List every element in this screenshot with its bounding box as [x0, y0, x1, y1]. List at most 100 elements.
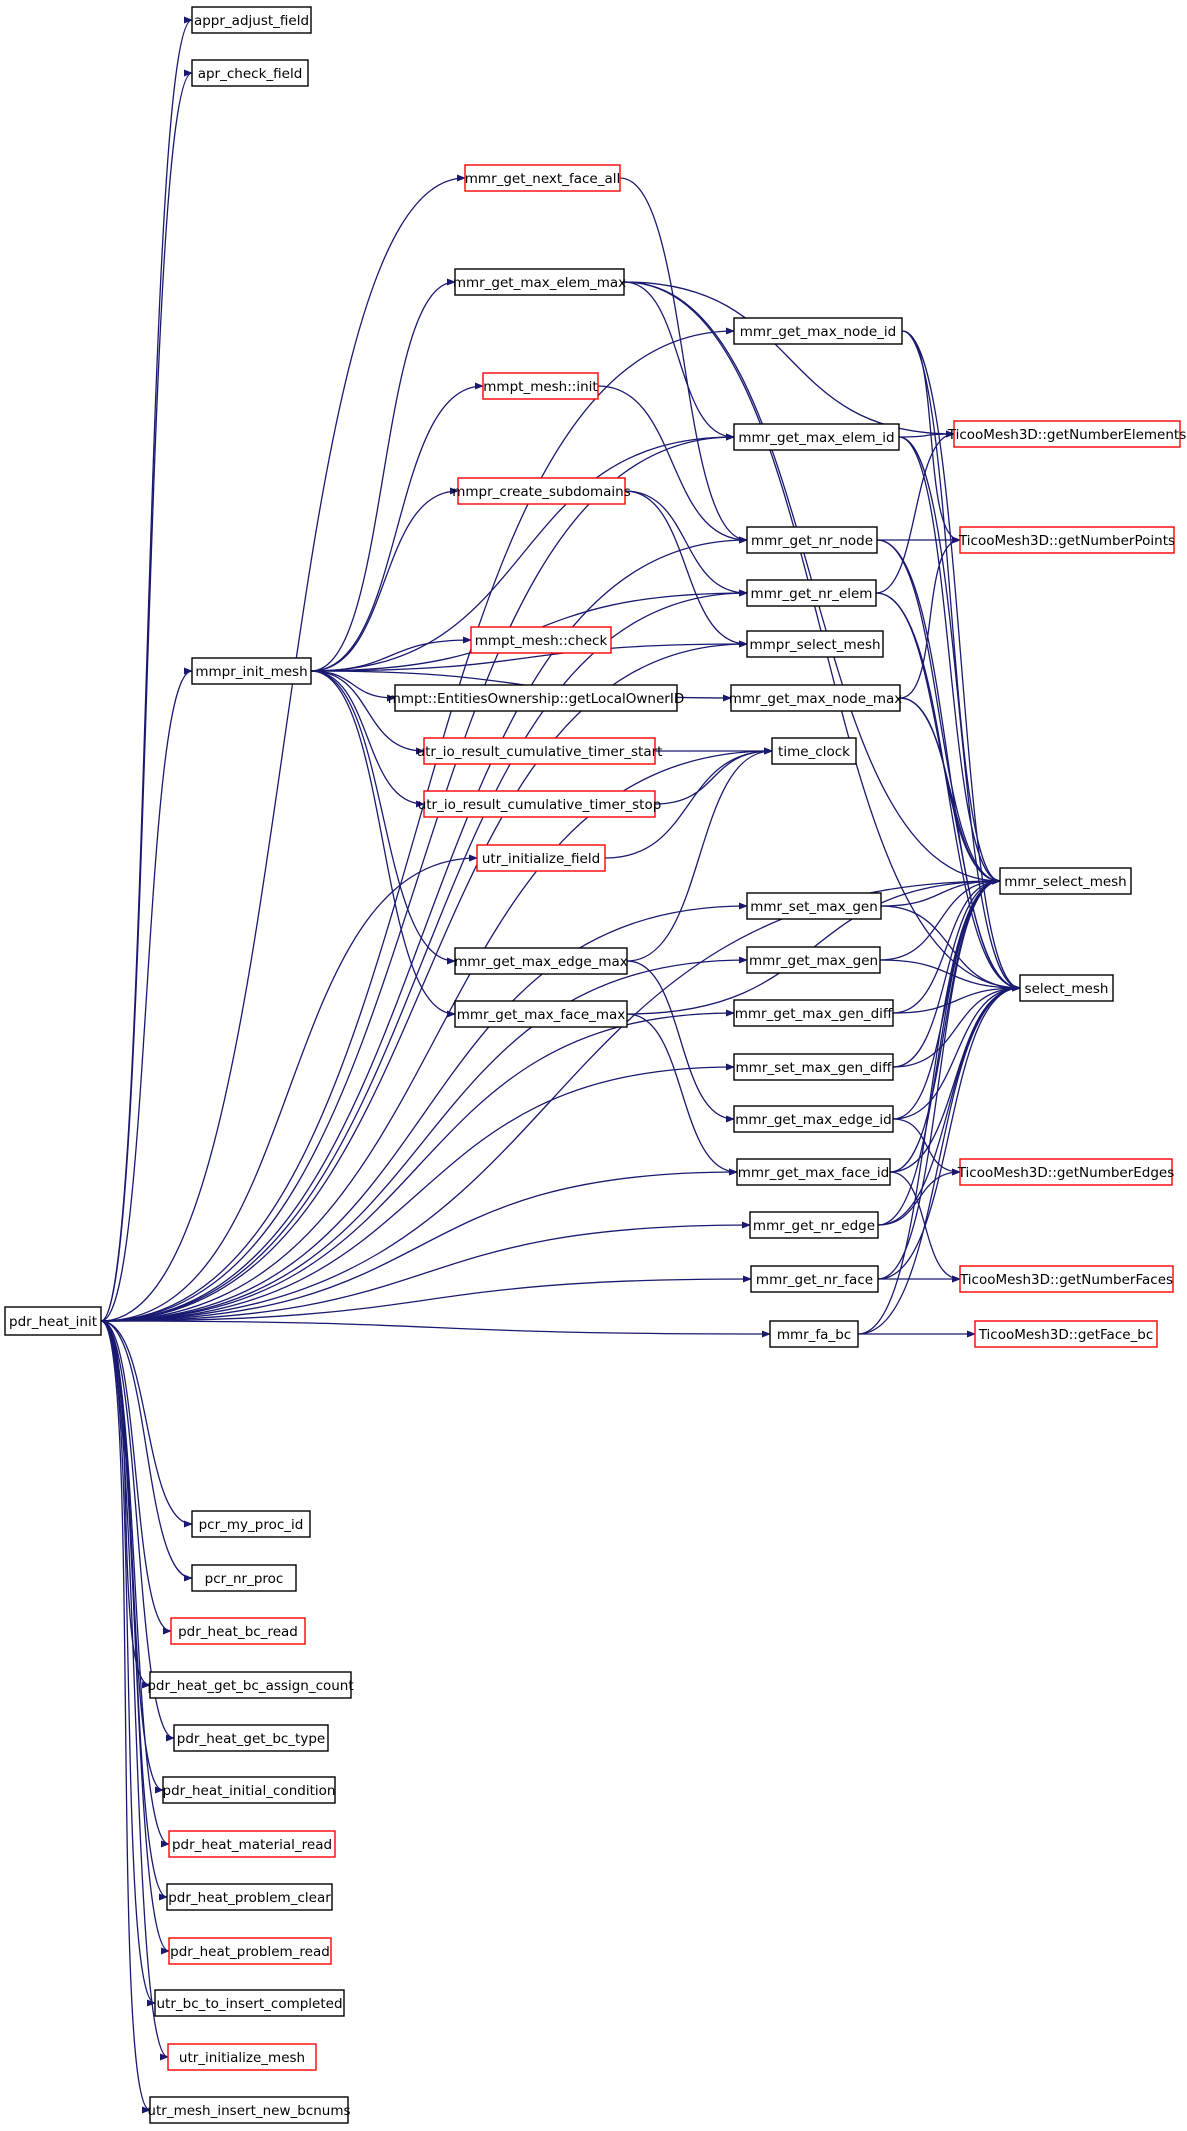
- call-edge-mmpr_create_subdomains-to-mmr_get_nr_elem: [624, 490, 748, 597]
- node-mmr-select-mesh[interactable]: mmr_select_mesh: [999, 867, 1132, 895]
- node-mmpt-mesh-check[interactable]: mmpt_mesh::check: [470, 626, 612, 654]
- node-box: [733, 999, 894, 1027]
- call-edge-mmpr_init_mesh-to-mmr_get_max_edge_max: [310, 670, 456, 965]
- call-edge-mmpt_mesh_init-to-mmr_get_nr_node: [597, 385, 748, 544]
- node-box: [733, 317, 903, 345]
- node-pdr-heat-init[interactable]: pdr_heat_init: [4, 1306, 102, 1336]
- node-getNumberFaces[interactable]: TicooMesh3D::getNumberFaces: [959, 1265, 1174, 1293]
- node-pcr-my-proc-id[interactable]: pcr_my_proc_id: [191, 1510, 311, 1538]
- node-label: TicooMesh3D::getNumberEdges: [957, 1165, 1175, 1181]
- call-edge-mmr_get_max_node_id-to-select_mesh: [901, 330, 1021, 992]
- node-box: [149, 1671, 352, 1699]
- node-mmr-fa-bc[interactable]: mmr_fa_bc: [769, 1320, 859, 1348]
- node-getLocalOwnerID[interactable]: mmpt::EntitiesOwnership::getLocalOwnerID: [388, 684, 684, 712]
- call-edge-mmr_get_nr_face-to-mmr_select_mesh: [877, 877, 1001, 1280]
- node-getNumberPoints[interactable]: TicooMesh3D::getNumberPoints: [958, 526, 1175, 554]
- node-label: mmr_fa_bc: [777, 1327, 851, 1343]
- call-edge-mmr_get_max_elem_id-to-getNumberElements: [898, 430, 955, 438]
- call-edge-mmr_get_max_edge_max-to-mmr_get_max_edge_id: [626, 960, 735, 1123]
- node-utr-initialize-mesh[interactable]: utr_initialize_mesh: [167, 2043, 317, 2071]
- call-edge-mmr_get_max_elem_max-to-mmr_get_max_elem_id: [623, 281, 735, 441]
- node-mmpr-select-mesh[interactable]: mmpr_select_mesh: [746, 630, 884, 658]
- node-box: [733, 423, 900, 451]
- node-select-mesh[interactable]: select_mesh: [1019, 974, 1114, 1002]
- node-utr-bc-to-insert-completed[interactable]: utr_bc_to_insert_completed: [154, 1989, 345, 2017]
- node-mmr-get-max-node-id[interactable]: mmr_get_max_node_id: [733, 317, 903, 345]
- node-box: [168, 1937, 332, 1965]
- node-pdr-heat-material-read[interactable]: pdr_heat_material_read: [168, 1830, 336, 1858]
- node-label: mmpt_mesh::check: [475, 633, 608, 649]
- node-box: [423, 737, 656, 765]
- call-edge-pdr_heat_init-to-mmr_get_nr_face: [100, 1275, 752, 1322]
- node-mmr-get-next-face-all[interactable]: mmr_get_next_face_all: [464, 164, 621, 192]
- node-utr-timer-stop[interactable]: utr_io_result_cumulative_timer_stop: [418, 790, 662, 818]
- node-appr-adjust-field[interactable]: appr_adjust_field: [191, 6, 312, 34]
- node-mmr-get-nr-face[interactable]: mmr_get_nr_face: [750, 1265, 879, 1293]
- node-label: appr_adjust_field: [194, 13, 309, 29]
- node-pdr-heat-problem-read[interactable]: pdr_heat_problem_read: [168, 1937, 332, 1965]
- node-label: pdr_heat_get_bc_assign_count: [147, 1678, 353, 1694]
- call-edge-utr_initialize_field-to-time_clock: [604, 747, 773, 859]
- node-box: [167, 2043, 317, 2071]
- node-mmr-get-max-node-max[interactable]: mmr_get_max_node_max: [729, 684, 903, 712]
- node-label: mmr_set_max_gen_diff: [736, 1060, 893, 1076]
- call-edge-mmr_set_max_gen_diff-to-select_mesh: [892, 984, 1021, 1068]
- node-utr-initialize-field[interactable]: utr_initialize_field: [476, 844, 606, 872]
- call-edge-pdr_heat_init-to-mmpr_init_mesh: [100, 667, 193, 1322]
- node-label: mmr_get_max_node_id: [740, 324, 896, 340]
- call-edge-mmr_fa_bc-to-mmr_select_mesh: [857, 877, 1001, 1335]
- node-pdr-heat-bc-read[interactable]: pdr_heat_bc_read: [170, 1617, 306, 1645]
- node-box: [999, 867, 1132, 895]
- node-label: mmr_get_next_face_all: [465, 171, 620, 187]
- node-time-clock[interactable]: time_clock: [771, 737, 857, 765]
- node-pcr-nr-proc[interactable]: pcr_nr_proc: [191, 1564, 297, 1592]
- node-mmr-get-nr-node[interactable]: mmr_get_nr_node: [746, 526, 878, 554]
- call-edge-pdr_heat_init-to-mmr_get_nr_edge: [100, 1221, 751, 1322]
- node-pdr-heat-initial-condition[interactable]: pdr_heat_initial_condition: [162, 1776, 336, 1804]
- node-mmr-get-nr-elem[interactable]: mmr_get_nr_elem: [746, 579, 877, 607]
- node-label: mmr_get_max_elem_max: [453, 275, 626, 291]
- node-pdr-heat-get-bc-type[interactable]: pdr_heat_get_bc_type: [173, 1724, 329, 1752]
- node-mmr-get-nr-edge[interactable]: mmr_get_nr_edge: [749, 1211, 879, 1239]
- node-mmr-get-max-face-id[interactable]: mmr_get_max_face_id: [736, 1158, 891, 1186]
- node-getNumberEdges[interactable]: TicooMesh3D::getNumberEdges: [957, 1158, 1175, 1186]
- node-utr-mesh-insert-new-bcnums[interactable]: utr_mesh_insert_new_bcnums: [147, 2096, 351, 2124]
- node-mmr-get-max-gen-diff[interactable]: mmr_get_max_gen_diff: [733, 999, 894, 1027]
- node-label: mmr_select_mesh: [1004, 874, 1127, 890]
- node-pdr-heat-problem-clear[interactable]: pdr_heat_problem_clear: [166, 1883, 333, 1911]
- call-edge-mmr_get_nr_elem-to-getNumberElements: [875, 430, 955, 594]
- node-box: [959, 1265, 1174, 1293]
- node-pdr-heat-get-bc-assign-count[interactable]: pdr_heat_get_bc_assign_count: [147, 1671, 354, 1699]
- call-edge-pdr_heat_init-to-mmr_get_nr_node: [100, 536, 748, 1322]
- node-mmr-get-max-elem-id[interactable]: mmr_get_max_elem_id: [733, 423, 900, 451]
- node-mmr-get-max-edge-max[interactable]: mmr_get_max_edge_max: [454, 947, 628, 975]
- node-mmpr-init-mesh[interactable]: mmpr_init_mesh: [191, 657, 312, 685]
- node-mmpr-create-subdomains[interactable]: mmpr_create_subdomains: [452, 477, 631, 505]
- node-mmpt-mesh-init[interactable]: mmpt_mesh::init: [482, 372, 599, 400]
- node-getFace-bc[interactable]: TicooMesh3D::getFace_bc: [974, 1320, 1158, 1348]
- call-edge-mmr_fa_bc-to-select_mesh: [857, 984, 1021, 1335]
- node-box: [746, 630, 884, 658]
- call-edge-pdr_heat_init-to-apr_check_field: [100, 69, 193, 1322]
- call-edge-pdr_heat_init-to-mmr_get_max_face_id: [100, 1168, 738, 1322]
- node-mmr-set-max-gen-diff[interactable]: mmr_set_max_gen_diff: [733, 1053, 894, 1081]
- node-mmr-get-max-gen[interactable]: mmr_get_max_gen: [746, 946, 881, 974]
- node-mmr-get-max-edge-id[interactable]: mmr_get_max_edge_id: [733, 1105, 894, 1133]
- call-edge-pdr_heat_init-to-pdr_heat_bc_read: [100, 1320, 172, 1635]
- call-edge-pdr_heat_init-to-time_clock: [100, 747, 773, 1322]
- call-edge-pdr_heat_init-to-mmr_set_max_gen: [100, 902, 748, 1322]
- call-edge-mmpr_init_mesh-to-utr_timer_start: [310, 670, 425, 755]
- node-label: mmpt::EntitiesOwnership::getLocalOwnerID: [388, 691, 684, 707]
- node-getNumberElements[interactable]: TicooMesh3D::getNumberElements: [947, 420, 1186, 448]
- node-mmr-set-max-gen[interactable]: mmr_set_max_gen: [746, 892, 882, 920]
- node-utr-timer-start[interactable]: utr_io_result_cumulative_timer_start: [417, 737, 663, 765]
- call-edge-mmr_get_max_gen_diff-to-select_mesh: [892, 984, 1021, 1014]
- node-mmr-get-max-face-max[interactable]: mmr_get_max_face_max: [454, 1000, 628, 1028]
- call-edge-pdr_heat_init-to-pdr_heat_get_bc_type: [100, 1320, 175, 1742]
- node-label: pdr_heat_initial_condition: [163, 1783, 336, 1799]
- node-box: [191, 1564, 297, 1592]
- node-mmr-get-max-elem-max[interactable]: mmr_get_max_elem_max: [453, 268, 626, 296]
- node-box: [4, 1306, 102, 1336]
- node-box: [1019, 974, 1114, 1002]
- node-apr-check-field[interactable]: apr_check_field: [191, 59, 309, 87]
